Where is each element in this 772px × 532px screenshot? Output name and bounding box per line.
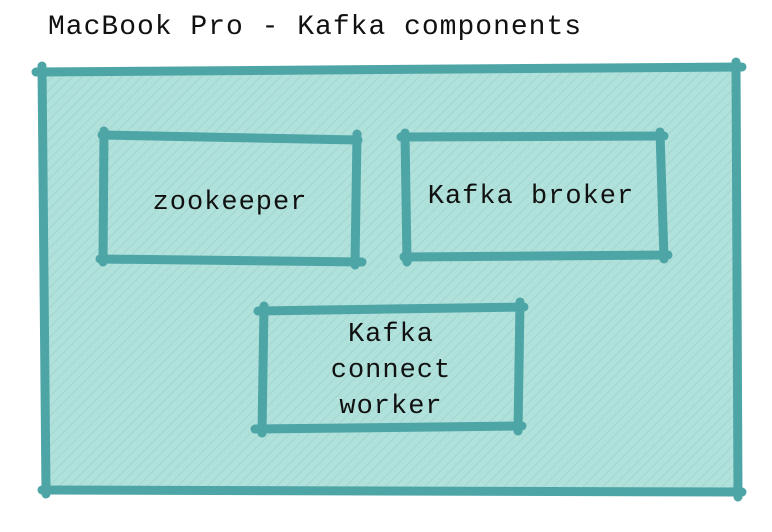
kafka-broker-box: Kafka broker <box>396 127 673 267</box>
kafka-connect-worker-label-line-2: connect <box>331 356 451 386</box>
kafka-broker-label: Kafka broker <box>428 182 634 212</box>
zookeeper-box: zookeeper <box>95 126 367 270</box>
zookeeper-label: zookeeper <box>153 188 308 218</box>
diagram-title: MacBook Pro - Kafka components <box>48 12 583 43</box>
kafka-connect-worker-box: Kafka connect worker <box>250 297 529 438</box>
kafka-connect-worker-label-line-1: Kafka <box>348 320 434 350</box>
kafka-connect-worker-label-line-3: worker <box>339 392 442 422</box>
